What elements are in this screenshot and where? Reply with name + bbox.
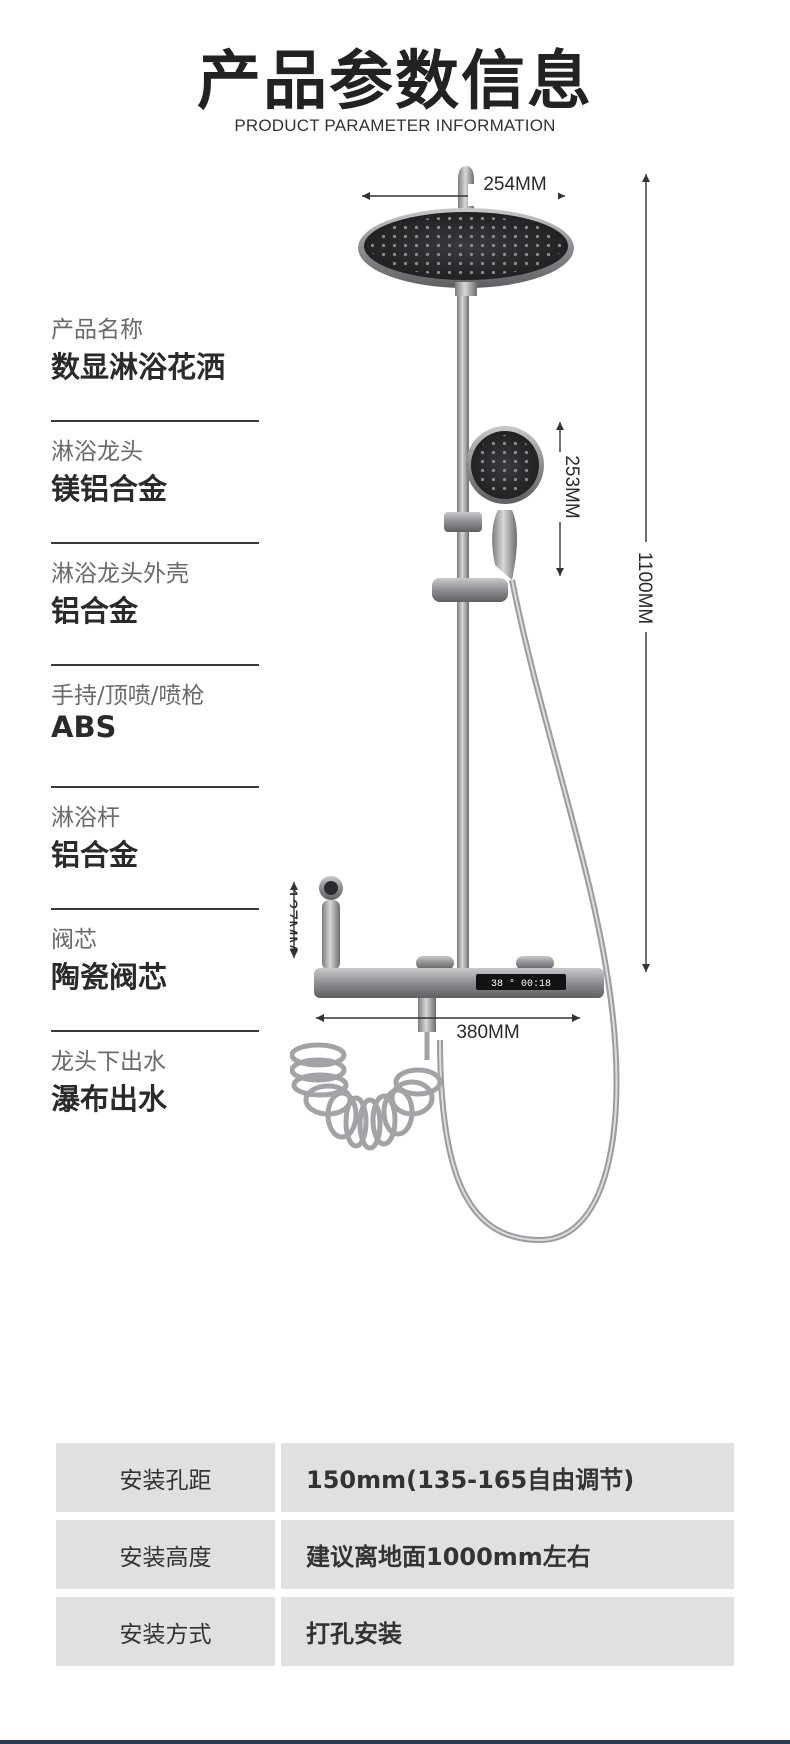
table-cell-key: 安装高度	[56, 1520, 275, 1589]
spec-label: 淋浴龙头	[51, 439, 143, 465]
dimension-handheld-height: 253MM	[548, 422, 582, 576]
dimension-spray-gun-height: 127MM	[279, 882, 300, 958]
handheld-shower	[466, 426, 544, 580]
table-row: 安装孔距 150mm(135-165自由调节)	[56, 1443, 734, 1512]
table-cell-value: 打孔安装	[281, 1597, 734, 1666]
rain-shower-head	[358, 208, 574, 296]
spec-item: 淋浴龙头外壳 铝合金	[51, 544, 259, 666]
page-title: 产品参数信息	[197, 45, 593, 119]
shower-system-svg: 254MM 1100MM 253MM	[279, 166, 658, 1244]
dimension-top-width: 254MM	[362, 174, 565, 206]
display-reading: 38 ° 00:18	[491, 978, 551, 990]
spec-value: 瀑布出水	[51, 1082, 168, 1116]
spec-label: 手持/顶喷/喷枪	[51, 683, 205, 709]
spec-item: 龙头下出水 瀑布出水	[51, 1032, 259, 1154]
spec-item: 阀芯 陶瓷阀芯	[51, 910, 259, 1032]
spec-label: 龙头下出水	[51, 1049, 166, 1075]
dim-label-380: 380MM	[456, 1022, 519, 1043]
page-subtitle: PRODUCT PARAMETER INFORMATION	[234, 116, 556, 135]
dim-label-253: 253MM	[561, 455, 582, 518]
install-table: 安装孔距 150mm(135-165自由调节) 安装高度 建议离地面1000mm…	[56, 1443, 734, 1674]
table-cell-value: 150mm(135-165自由调节)	[281, 1443, 734, 1512]
spec-item: 产品名称 数显淋浴花洒	[51, 300, 259, 422]
spec-item: 手持/顶喷/喷枪 ABS	[51, 666, 259, 788]
spec-value: 陶瓷阀芯	[51, 960, 168, 994]
spec-value: 铝合金	[51, 838, 139, 872]
spec-value: 铝合金	[51, 594, 139, 628]
product-illustration: 254MM 1100MM 253MM	[279, 160, 790, 1400]
spec-item: 淋浴龙头 镁铝合金	[51, 422, 259, 544]
table-row: 安装方式 打孔安装	[56, 1597, 734, 1666]
dim-label-1100: 1100MM	[634, 552, 655, 625]
spec-value: 镁铝合金	[51, 472, 168, 506]
spec-label: 阀芯	[51, 927, 97, 953]
table-cell-key: 安装方式	[56, 1597, 275, 1666]
dim-label-127: 127MM	[290, 888, 300, 951]
handheld-holder	[432, 578, 508, 602]
spec-list: 产品名称 数显淋浴花洒 淋浴龙头 镁铝合金 淋浴龙头外壳 铝合金 手持/顶喷/喷…	[51, 300, 259, 1154]
spec-item: 淋浴杆 铝合金	[51, 788, 259, 910]
pole-bracket-upper	[444, 512, 482, 532]
spec-value: 数显淋浴花洒	[51, 350, 226, 384]
spec-value: ABS	[51, 710, 117, 744]
dim-label-254: 254MM	[483, 174, 546, 195]
spray-gun	[319, 876, 343, 970]
spec-label: 淋浴杆	[51, 805, 120, 831]
digital-display	[476, 974, 566, 990]
coiled-spray-hose	[289, 1032, 443, 1151]
bottom-bar	[0, 1740, 790, 1744]
table-row: 安装高度 建议离地面1000mm左右	[56, 1520, 734, 1589]
dimension-mixer-width: 380MM	[316, 1014, 580, 1044]
dimension-total-height: 1100MM	[634, 174, 658, 972]
thermostatic-mixer: 38 ° 00:18	[314, 956, 604, 1032]
spec-label: 淋浴龙头外壳	[51, 561, 189, 587]
shower-hose-highlight	[439, 579, 618, 1242]
table-cell-key: 安装孔距	[56, 1443, 275, 1512]
spec-label: 产品名称	[51, 317, 143, 343]
table-cell-value: 建议离地面1000mm左右	[281, 1520, 734, 1589]
